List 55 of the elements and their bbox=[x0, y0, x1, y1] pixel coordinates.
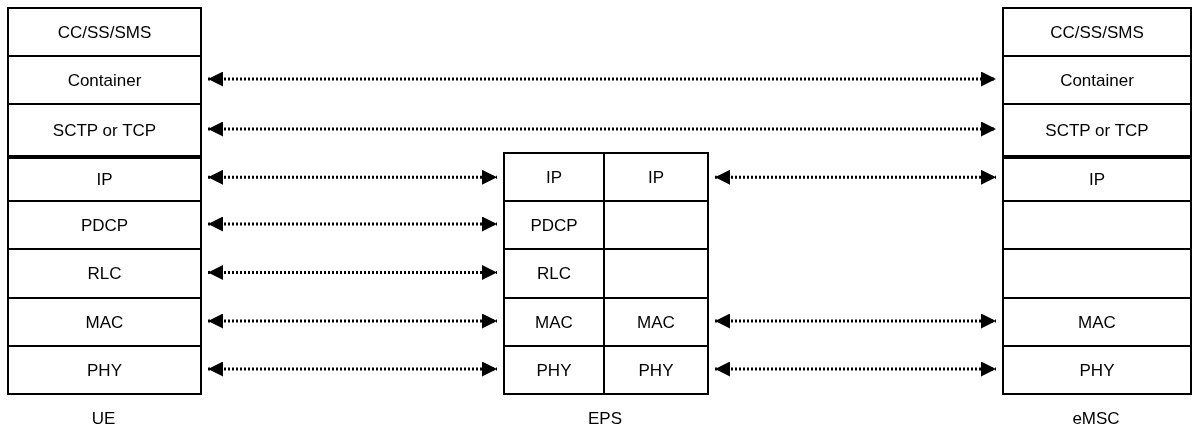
layer-box bbox=[1002, 345, 1192, 395]
layer-box bbox=[7, 103, 202, 157]
layer-label: CC/SS/SMS bbox=[57, 22, 152, 42]
layer-label: MAC bbox=[1078, 312, 1116, 332]
double-arrow bbox=[208, 216, 497, 232]
layer-box bbox=[503, 345, 605, 395]
layer-label: IP bbox=[96, 170, 113, 189]
layer-box bbox=[603, 152, 709, 202]
layer-label: SCTP or TCP bbox=[1045, 120, 1149, 140]
layer-label: Container bbox=[67, 70, 142, 90]
layer-label: RLC bbox=[537, 264, 571, 283]
layer-label: CC/SS/SMS bbox=[1050, 22, 1144, 42]
stack-label: eMSC bbox=[1072, 408, 1120, 430]
layer-label: PDCP bbox=[530, 215, 578, 235]
layer-box bbox=[503, 152, 605, 202]
layer-box bbox=[7, 200, 202, 250]
layer-label: SCTP or TCP bbox=[52, 120, 157, 140]
double-arrow bbox=[208, 361, 497, 377]
stack-label: EPS bbox=[588, 408, 622, 430]
layer-label: MAC bbox=[637, 312, 675, 332]
layer-box bbox=[1002, 297, 1192, 347]
empty-layer-box bbox=[1002, 200, 1192, 250]
layer-label: IP bbox=[647, 167, 665, 187]
layer-label: PHY bbox=[87, 360, 122, 380]
layer-label: PDCP bbox=[80, 215, 129, 235]
layer-box bbox=[7, 248, 202, 299]
layer-box bbox=[7, 7, 202, 57]
layer-label: RLC bbox=[87, 264, 122, 283]
layer-label: IP bbox=[1088, 170, 1106, 189]
layer-label: PHY bbox=[1079, 360, 1115, 380]
double-arrow bbox=[208, 121, 996, 137]
double-arrow bbox=[715, 361, 996, 377]
layer-label: MAC bbox=[85, 312, 124, 332]
layer-box bbox=[7, 345, 202, 395]
layer-box bbox=[7, 55, 202, 105]
layer-label: Container bbox=[1060, 70, 1134, 90]
layer-label: PHY bbox=[638, 360, 674, 380]
layer-box bbox=[603, 345, 709, 395]
layer-box bbox=[1002, 7, 1192, 57]
empty-layer-box bbox=[1002, 248, 1192, 299]
double-arrow bbox=[208, 265, 497, 280]
layer-label: MAC bbox=[535, 312, 573, 332]
layer-label: PHY bbox=[536, 360, 572, 380]
double-arrow bbox=[208, 313, 497, 329]
layer-box bbox=[1002, 103, 1192, 157]
layer-box bbox=[7, 297, 202, 347]
layer-box bbox=[7, 157, 202, 202]
layer-box bbox=[1002, 55, 1192, 105]
double-arrow bbox=[208, 71, 996, 87]
double-arrow bbox=[715, 313, 996, 329]
layer-label: IP bbox=[545, 167, 563, 187]
double-arrow bbox=[208, 169, 497, 185]
double-arrow bbox=[715, 169, 996, 185]
stack-label: UE bbox=[91, 408, 116, 430]
layer-box bbox=[1002, 157, 1192, 202]
